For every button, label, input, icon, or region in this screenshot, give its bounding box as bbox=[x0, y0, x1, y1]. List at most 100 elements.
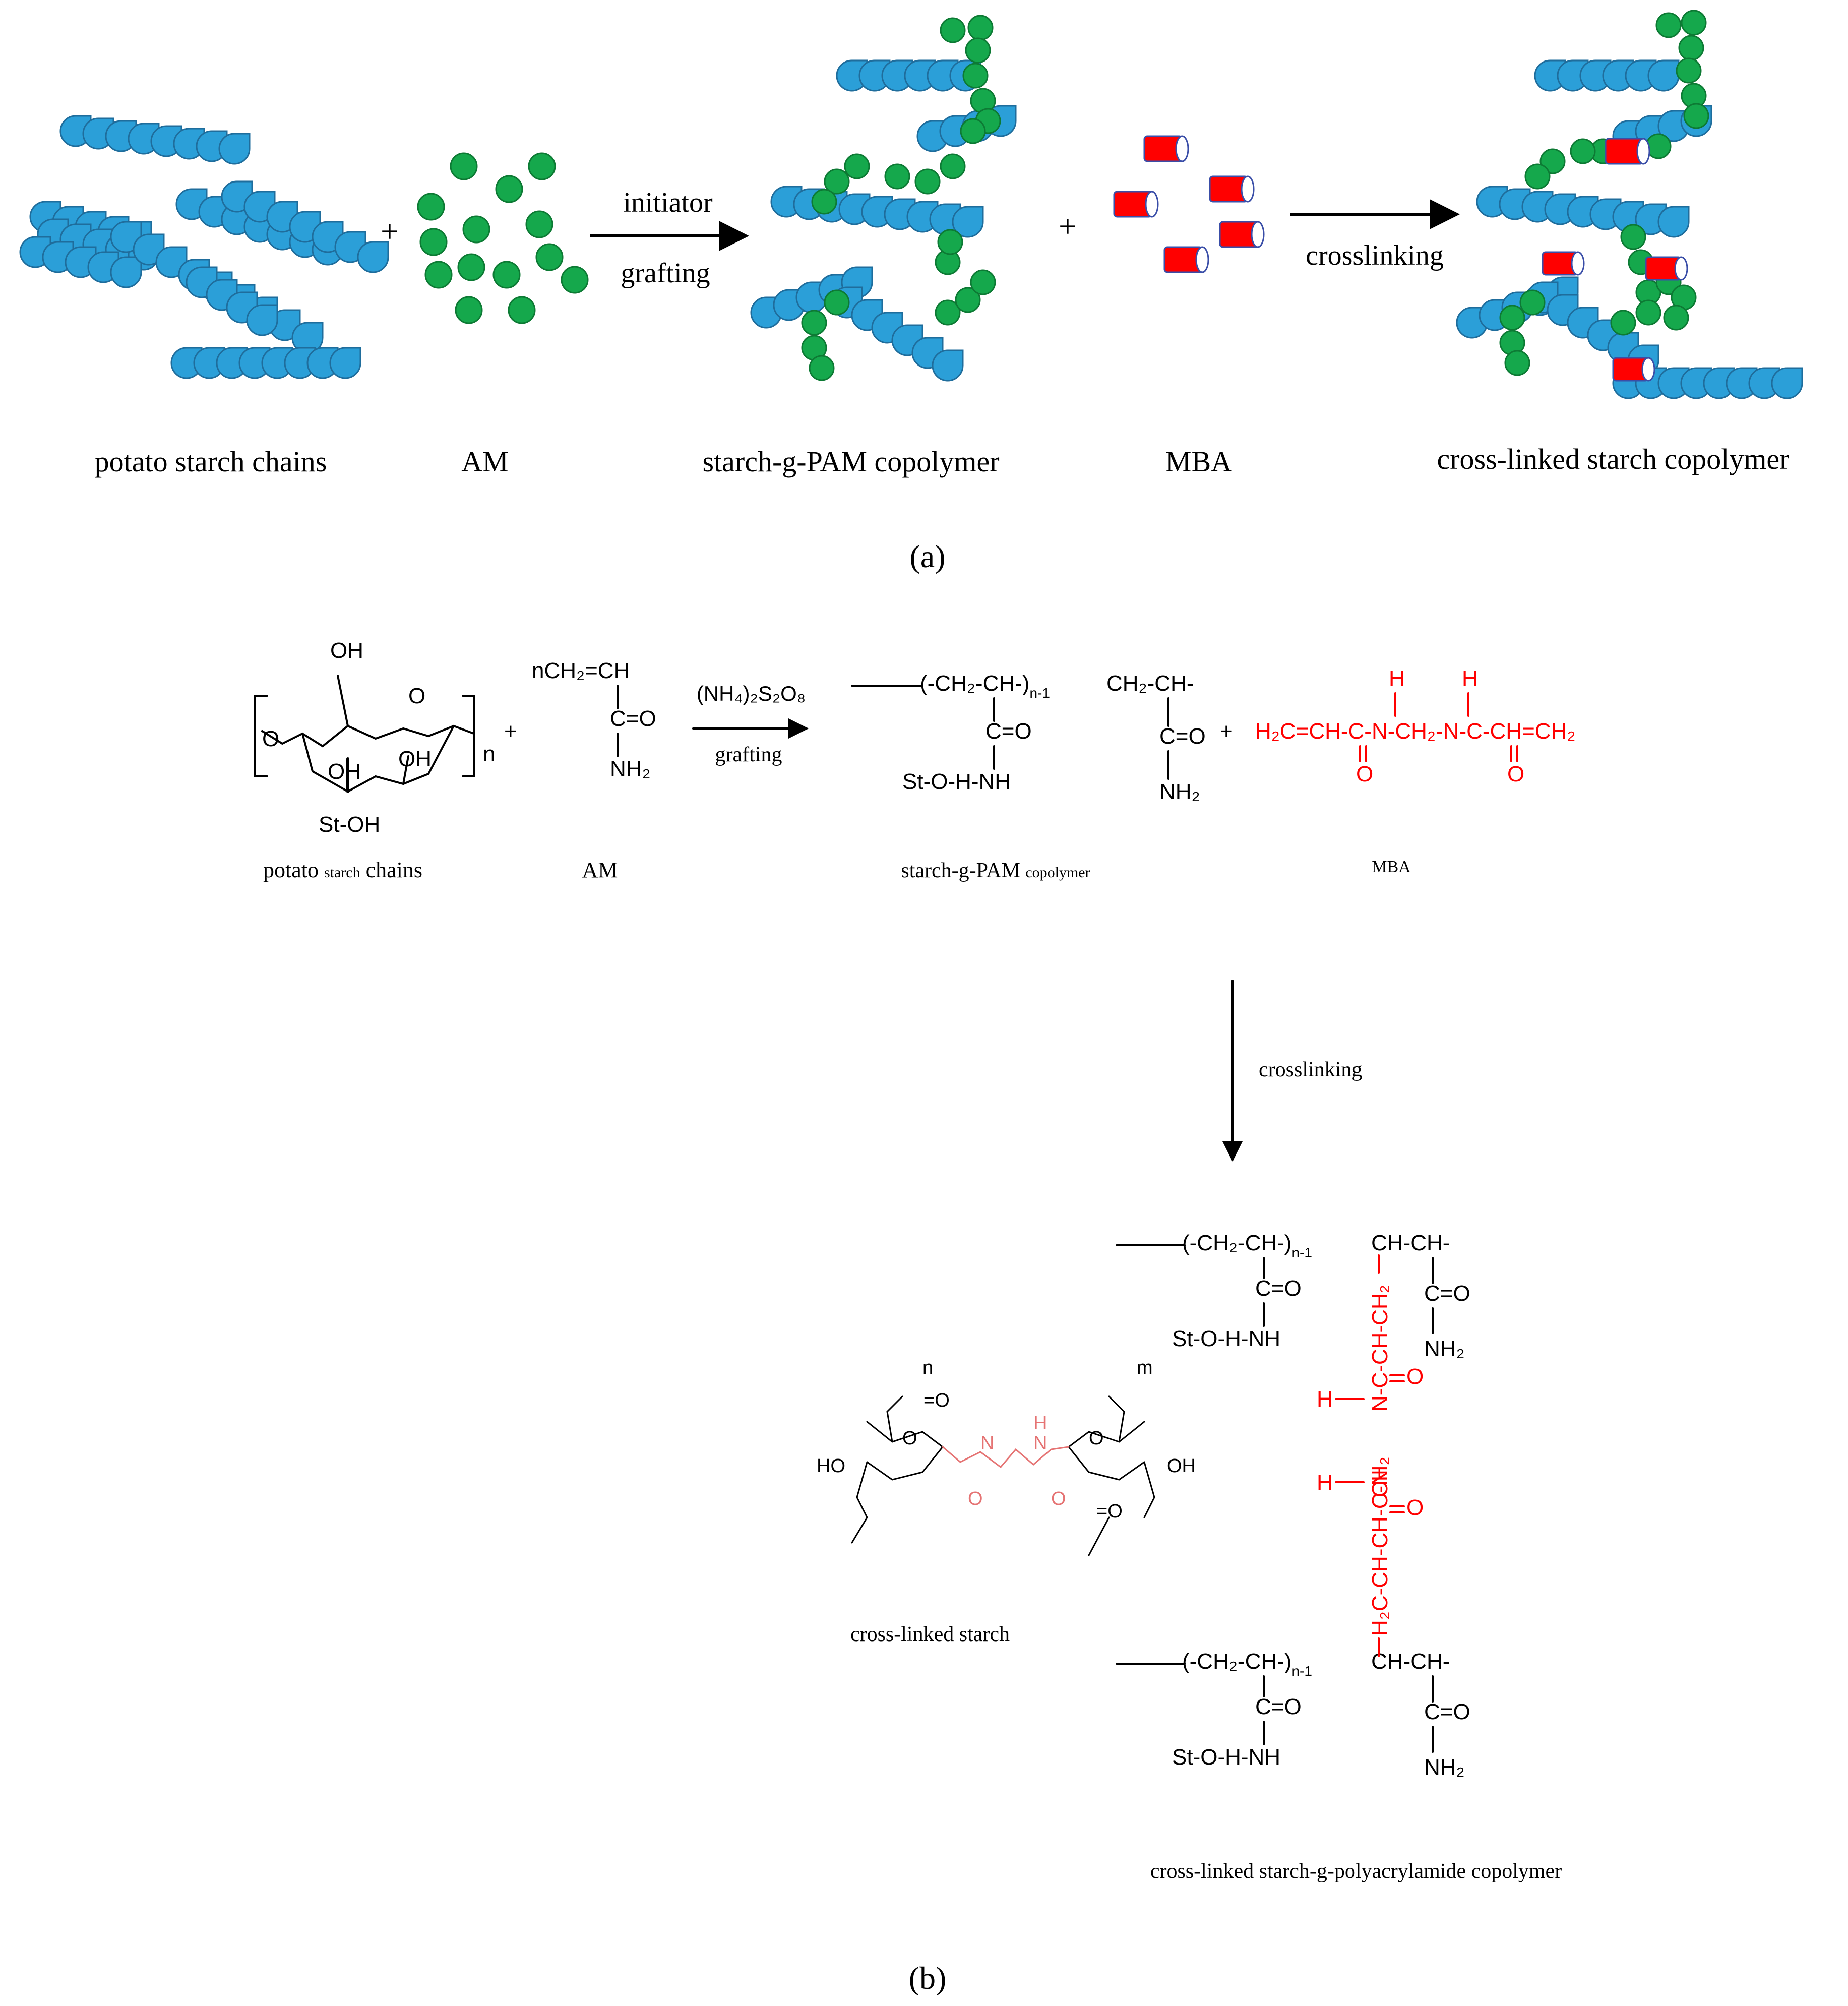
acrylamide-unit bbox=[561, 266, 589, 294]
crosslinking-label: crosslinking bbox=[1306, 240, 1444, 271]
ring-bond bbox=[261, 724, 455, 748]
crosslinker-end bbox=[1636, 138, 1650, 165]
final-tail: CH-CH- bbox=[1371, 1649, 1450, 1674]
ho-label: HO bbox=[817, 1455, 845, 1477]
acrylamide-unit bbox=[1645, 133, 1672, 159]
st-oh-label: St-OH bbox=[319, 812, 380, 837]
acrylamide-unit bbox=[1524, 163, 1551, 190]
ring-bond bbox=[1143, 1461, 1155, 1518]
acrylamide-unit bbox=[960, 118, 986, 144]
bridge-oxygen: O bbox=[1406, 1364, 1424, 1389]
acrylamide-unit bbox=[1655, 12, 1682, 38]
plus-sign: + bbox=[381, 213, 399, 249]
bridge-hydrogen: H bbox=[1317, 1387, 1333, 1412]
mba-oxygen: O bbox=[1356, 762, 1373, 786]
acrylamide-unit bbox=[1676, 57, 1702, 84]
grafting-label-b: grafting bbox=[715, 743, 782, 766]
crosslinker-end bbox=[1145, 191, 1159, 218]
amide-o: O bbox=[968, 1488, 983, 1509]
ring-bond bbox=[301, 725, 455, 793]
am-vinyl: nCH₂=CH bbox=[532, 658, 630, 683]
am-label-b: AM bbox=[582, 858, 618, 882]
final-carbonyl: C=O bbox=[1424, 1281, 1470, 1306]
plus-sign: + bbox=[1059, 208, 1077, 244]
linker-bond bbox=[942, 1446, 1070, 1469]
acrylamide-unit bbox=[955, 287, 981, 313]
mba-oxygen: O bbox=[1507, 762, 1524, 786]
mba-crosslinker-graphic bbox=[1113, 135, 1265, 273]
acrylamide-unit bbox=[965, 37, 991, 64]
starch-unit bbox=[1657, 206, 1690, 238]
cross-linked-starch-structure bbox=[851, 1395, 1155, 1556]
initiator-label: initiator bbox=[623, 187, 713, 218]
oh-label: OH bbox=[1167, 1455, 1196, 1477]
acrylamide-unit bbox=[457, 253, 485, 281]
acrylamide-unit bbox=[967, 15, 994, 41]
cross-linked-starch-label: cross-linked starch bbox=[850, 1623, 1010, 1646]
o-label: O bbox=[408, 684, 425, 708]
acrylamide-unit bbox=[809, 355, 835, 381]
cross-linked-label: cross-linked starch copolymer bbox=[1437, 443, 1789, 475]
acrylamide-unit bbox=[884, 163, 910, 190]
starch-g-pam-label: starch-g-PAM copolymer bbox=[702, 445, 999, 478]
acrylamide-unit bbox=[801, 310, 827, 336]
bridge-lower: H₂C-CH-CH-C-N bbox=[1368, 1470, 1392, 1636]
ring-bond bbox=[851, 1516, 868, 1544]
crosslinker-end bbox=[1641, 357, 1655, 382]
crosslinker-end bbox=[1251, 221, 1265, 248]
n-subscript: n bbox=[483, 742, 495, 766]
am-carbonyl: C=O bbox=[610, 706, 656, 731]
acrylamide-unit bbox=[417, 193, 445, 221]
final-tail: CH-CH- bbox=[1371, 1231, 1450, 1255]
acrylamide-unit bbox=[1683, 103, 1709, 129]
am-monomer-dots bbox=[417, 152, 589, 324]
acrylamide-unit bbox=[824, 168, 850, 195]
acrylamide-unit bbox=[914, 168, 941, 195]
acrylamide-unit bbox=[962, 63, 989, 89]
initiator-formula: (NH₄)₂S₂O₈ bbox=[697, 682, 806, 705]
acrylamide-unit bbox=[462, 215, 490, 244]
amide-n: N bbox=[1033, 1433, 1047, 1454]
ring-bond bbox=[886, 1395, 903, 1443]
acrylamide-unit bbox=[1635, 299, 1661, 326]
starch-g-pam-label-b: starch-g-PAM copolymer bbox=[901, 859, 1090, 882]
acrylamide-unit bbox=[1570, 138, 1596, 164]
acrylamide-unit bbox=[970, 269, 996, 295]
acrylamide-unit bbox=[424, 261, 453, 289]
final-graft: St-O-H-NH bbox=[1172, 1745, 1280, 1770]
starch-unit bbox=[329, 347, 361, 379]
mba-label: MBA bbox=[1165, 445, 1232, 478]
final-amine: NH₂ bbox=[1424, 1336, 1465, 1361]
acrylamide-unit bbox=[455, 296, 483, 324]
acrylamide-unit bbox=[528, 152, 556, 180]
oh-label: OH bbox=[328, 759, 361, 784]
bridge-middle: CH₂ bbox=[1368, 1456, 1392, 1497]
am-label: AM bbox=[461, 445, 508, 478]
potato-starch-chains-graphic bbox=[19, 115, 389, 379]
acrylamide-unit bbox=[419, 228, 448, 256]
bridge-upper: N-C-CH-CH₂ bbox=[1368, 1285, 1392, 1412]
potato-starch-chains-label: potato starch chains bbox=[263, 858, 422, 882]
acrylamide-unit bbox=[1499, 305, 1525, 331]
acrylamide-unit bbox=[1681, 10, 1707, 36]
final-amine: NH₂ bbox=[1424, 1755, 1465, 1780]
acrylamide-unit bbox=[450, 152, 478, 180]
amide-n: N bbox=[980, 1433, 994, 1454]
acrylamide-unit bbox=[811, 189, 837, 215]
acrylamide-unit bbox=[844, 153, 870, 179]
panel-a: + + initiator grafting crosslinking pota… bbox=[19, 10, 1803, 574]
acrylamide-unit bbox=[937, 229, 963, 255]
pam-tail: CH₂-CH- bbox=[1106, 671, 1194, 696]
crosslinker-end bbox=[1195, 246, 1209, 273]
panel-b-caption: (b) bbox=[909, 1960, 947, 1996]
o-label: O bbox=[1089, 1428, 1104, 1449]
ring-bond bbox=[1108, 1395, 1125, 1443]
acrylamide-unit bbox=[525, 210, 553, 238]
crosslinking-label-b: crosslinking bbox=[1259, 1058, 1362, 1081]
starch-unit bbox=[246, 304, 278, 336]
cross-linked-copolymer-graphic bbox=[1456, 10, 1803, 399]
acrylamide-unit bbox=[1620, 224, 1646, 250]
final-backbone: (-CH₂-CH-)n-1 bbox=[1182, 1231, 1312, 1260]
starch-unit bbox=[218, 133, 251, 165]
